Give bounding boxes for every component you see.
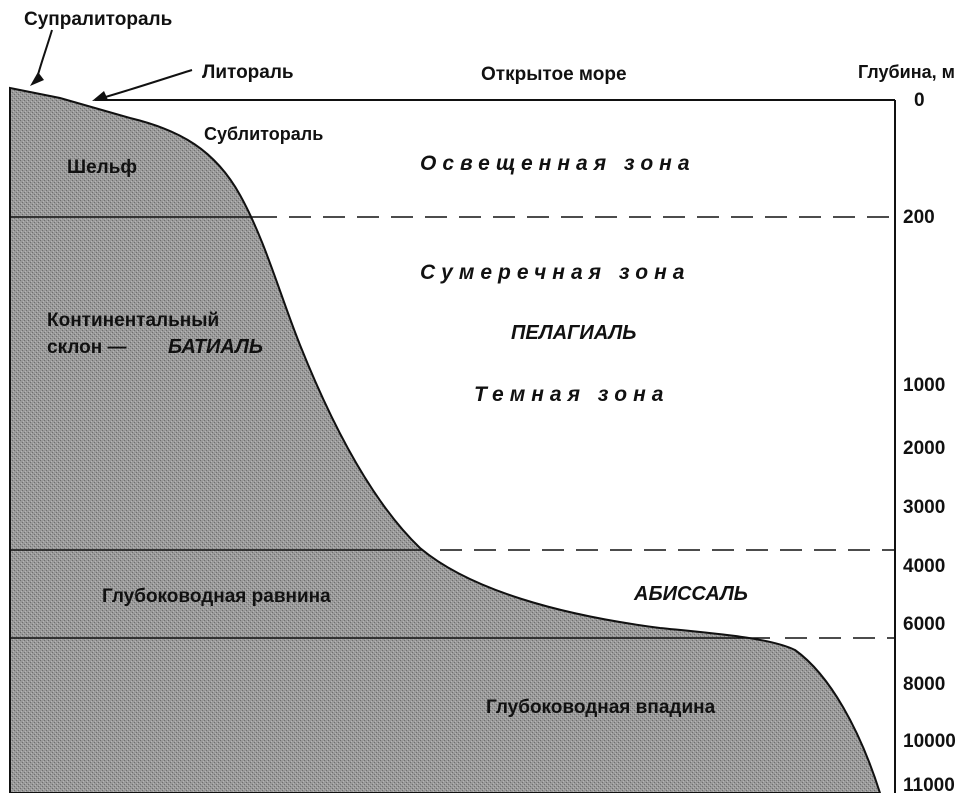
depth-tick-200: 200 <box>903 207 935 228</box>
littoral-label: Литораль <box>202 62 294 83</box>
depth-tick-4000: 4000 <box>903 556 945 577</box>
depth-tick-11000: 11000 <box>903 775 955 793</box>
depth-tick-2000: 2000 <box>903 438 945 459</box>
abyssal-plain-label: Глубоководная равнина <box>102 586 331 607</box>
littoral-arrowhead <box>92 91 108 101</box>
shelf-label: Шельф <box>67 157 137 178</box>
open-sea-label: Открытое море <box>481 64 627 85</box>
depth-ticks: 0 200 1000 2000 3000 4000 6000 8000 1000… <box>903 90 956 793</box>
twilight-zone-label: Сумеречная зона <box>420 261 690 284</box>
abyssal-label: АБИССАЛЬ <box>633 583 748 605</box>
supralittoral-label: Супралитораль <box>24 9 172 30</box>
depth-title: Глубина, м <box>858 62 955 82</box>
depth-tick-3000: 3000 <box>903 497 945 518</box>
depth-tick-8000: 8000 <box>903 674 945 695</box>
littoral-arrow <box>102 70 192 98</box>
bathyal-label: БАТИАЛЬ <box>168 336 263 358</box>
continental-slope-label-line1: Континентальный <box>47 310 219 331</box>
dark-zone-label: Темная зона <box>474 383 669 406</box>
pelagial-label: ПЕЛАГИАЛЬ <box>511 322 636 344</box>
sublittoral-label: Сублитораль <box>204 124 323 144</box>
depth-tick-1000: 1000 <box>903 375 945 396</box>
seabed-profile <box>10 88 880 793</box>
lit-zone-label: Освещенная зона <box>420 152 696 175</box>
continental-slope-label-line2: склон — <box>47 337 127 358</box>
supralittoral-arrowhead <box>30 72 44 86</box>
depth-tick-6000: 6000 <box>903 614 945 635</box>
depth-tick-0: 0 <box>914 90 925 111</box>
deep-trench-label: Глубоководная впадина <box>486 697 716 718</box>
depth-tick-10000: 10000 <box>903 731 956 752</box>
